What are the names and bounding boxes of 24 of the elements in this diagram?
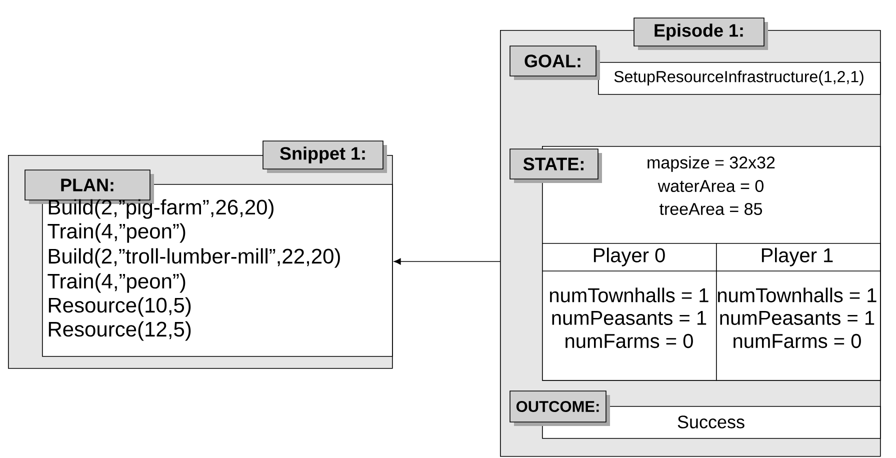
tab-label: OUTCOME:	[510, 390, 610, 426]
text-line: treeArea = 85	[660, 202, 762, 216]
code-line: Resource(10,5)	[48, 297, 191, 317]
text-line: numTownhalls = 1	[718, 288, 876, 302]
text-line: SetupResourceInfrastructure(1,2,1)	[614, 70, 864, 86]
text-line: numPeasants = 1	[720, 311, 874, 325]
tab-label: STATE:	[510, 148, 602, 183]
text-line: numPeasants = 1	[552, 311, 706, 325]
column-header: Player 0	[594, 248, 665, 266]
code-line: Train(4,”peon”)	[48, 273, 186, 293]
text-line: numFarms = 0	[734, 334, 861, 348]
text-line: waterArea = 0	[658, 180, 764, 192]
tab-label: Snippet 1:	[262, 140, 387, 173]
arrow	[394, 258, 500, 265]
code-line: Train(4,”peon”)	[48, 223, 186, 243]
text-line: mapsize = 32x32	[648, 156, 775, 172]
text-line: numTownhalls = 1	[550, 288, 708, 302]
tab-label: GOAL:	[510, 46, 600, 80]
column-header: Player 1	[762, 248, 833, 266]
code-line: Resource(12,5)	[48, 321, 191, 341]
code-line: Build(2,”troll-lumber-mill”,22,20)	[48, 248, 340, 268]
text-line: numFarms = 0	[566, 334, 693, 348]
tab-label: Episode 1:	[634, 18, 768, 50]
text-line: Success	[678, 416, 744, 428]
